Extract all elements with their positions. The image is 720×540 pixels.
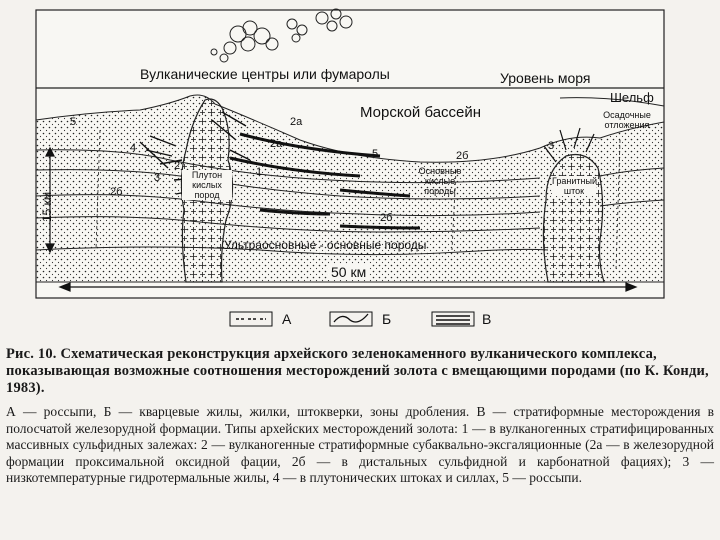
deposit-number: 5	[70, 116, 76, 128]
deposit-number: 2б	[110, 186, 122, 198]
label-volcanic-centers: Вулканические центры или фумаролы	[140, 66, 390, 82]
label-basic-acid: Основные кислые породы	[408, 166, 472, 196]
deposit-number: 3	[154, 172, 160, 184]
deposit-number: 2б	[380, 212, 392, 224]
figure-caption: Рис. 10. Схематическая реконструкция арх…	[6, 346, 714, 397]
label-ultrabasic: Ультраосновные - основные породы	[224, 238, 426, 252]
deposit-number: 5	[372, 148, 378, 160]
deposit-number: 2б	[456, 150, 468, 162]
deposit-number: 1	[256, 166, 262, 178]
deposit-number: 4	[130, 142, 136, 154]
legend-label-a: А	[282, 311, 291, 327]
legend-label-b: Б	[382, 311, 391, 327]
label-width: 50 км	[328, 264, 369, 280]
label-depth: 15 км	[40, 192, 54, 222]
figure-description: А — россыпи, Б — кварцевые жилы, жилки, …	[6, 404, 714, 487]
label-shelf: Шельф	[610, 90, 654, 105]
label-granite-stock: Гранитный шток	[552, 176, 596, 196]
deposit-number: 3	[548, 140, 554, 152]
label-pluton: Плутон кислых пород	[182, 170, 232, 200]
legend-symbols	[230, 312, 474, 326]
deposit-number: 2а	[290, 116, 302, 128]
geologic-cross-section-diagram	[0, 0, 720, 345]
label-sea-level: Уровень моря	[500, 70, 590, 86]
granite-stock	[543, 155, 604, 283]
legend-label-v: В	[482, 311, 491, 327]
deposit-number: 2	[174, 160, 180, 172]
deposit-number: 2а	[270, 138, 282, 150]
label-sedimentary: Осадочные отложения	[594, 110, 660, 130]
label-sea-basin: Морской бассейн	[360, 104, 481, 121]
